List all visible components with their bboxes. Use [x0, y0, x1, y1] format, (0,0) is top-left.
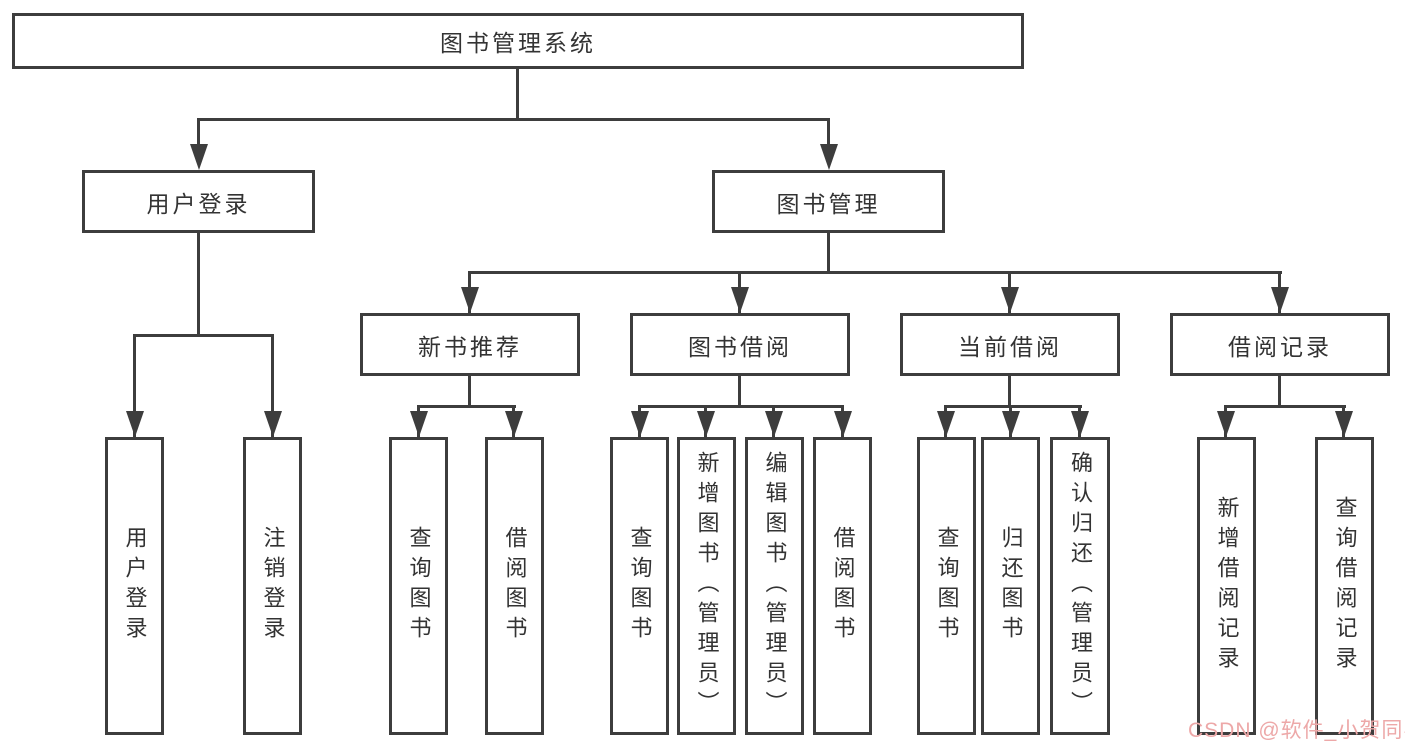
arrow-down-icon [631, 411, 649, 437]
connector-line [944, 405, 1082, 408]
leaf-br-query-record-label: 查询借阅记录 [1332, 496, 1358, 676]
connector-line [516, 68, 519, 121]
connector-line [827, 118, 830, 148]
leaf-nbr-query-books: 查询图书 [389, 437, 448, 735]
leaf-nbr-query-books-label: 查询图书 [406, 526, 432, 646]
arrow-down-icon [1002, 411, 1020, 437]
group-current-borrowing: 当前借阅 [900, 313, 1120, 376]
connector-line [197, 118, 200, 148]
arrow-down-icon [820, 144, 838, 170]
connector-line [827, 233, 830, 273]
leaf-cb-return-books: 归还图书 [981, 437, 1040, 735]
leaf-nbr-borrow-books: 借阅图书 [485, 437, 544, 735]
watermark: CSDN @软件_小贺同学 [1188, 719, 1405, 742]
group-book-borrowing-label: 图书借阅 [688, 333, 792, 360]
connector-line [1008, 376, 1011, 407]
leaf-user-login-label: 用户登录 [122, 526, 148, 646]
arrow-down-icon [697, 411, 715, 437]
group-borrowing-records: 借阅记录 [1170, 313, 1390, 376]
group-new-book-recommendation: 新书推荐 [360, 313, 580, 376]
connector-line [133, 334, 274, 337]
connector-line [638, 405, 844, 408]
connector-line [468, 376, 471, 407]
leaf-bb-query-books-label: 查询图书 [627, 526, 653, 646]
branch-book-management-label: 图书管理 [776, 190, 881, 217]
leaf-bb-borrow-books-label: 借阅图书 [830, 526, 856, 646]
arrow-down-icon [1217, 411, 1235, 437]
connector-line [1278, 376, 1281, 407]
arrow-down-icon [264, 411, 282, 437]
leaf-bb-borrow-books: 借阅图书 [813, 437, 872, 735]
arrow-down-icon [937, 411, 955, 437]
arrow-down-icon [410, 411, 428, 437]
connector-line [738, 376, 741, 407]
connector-line [1224, 405, 1346, 408]
leaf-bb-add-books-admin-label: 新增图书（管理员） [694, 451, 720, 721]
connector-line [271, 334, 274, 437]
arrow-down-icon [834, 411, 852, 437]
branch-book-management: 图书管理 [712, 170, 945, 233]
leaf-bb-edit-books-admin: 编辑图书（管理员） [745, 437, 804, 735]
arrow-down-icon [731, 287, 749, 313]
connector-line [197, 233, 200, 337]
leaf-nbr-borrow-books-label: 借阅图书 [502, 526, 528, 646]
arrow-down-icon [1271, 287, 1289, 313]
group-new-book-recommendation-label: 新书推荐 [418, 333, 522, 360]
arrow-down-icon [461, 287, 479, 313]
leaf-cb-query-books-label: 查询图书 [934, 526, 960, 646]
arrow-down-icon [1001, 287, 1019, 313]
connector-line [468, 271, 1282, 274]
leaf-logout-label: 注销登录 [260, 526, 286, 646]
node-root-library-management-system: 图书管理系统 [12, 13, 1024, 69]
leaf-bb-add-books-admin: 新增图书（管理员） [677, 437, 736, 735]
group-book-borrowing: 图书借阅 [630, 313, 850, 376]
node-root-label: 图书管理系统 [440, 30, 596, 56]
leaf-bb-query-books: 查询图书 [610, 437, 669, 735]
leaf-cb-return-books-label: 归还图书 [998, 526, 1024, 646]
leaf-cb-confirm-return-admin: 确认归还（管理员） [1050, 437, 1110, 735]
leaf-cb-query-books: 查询图书 [917, 437, 976, 735]
leaf-bb-edit-books-admin-label: 编辑图书（管理员） [762, 451, 788, 721]
leaf-user-login: 用户登录 [105, 437, 164, 735]
arrow-down-icon [765, 411, 783, 437]
connector-line [417, 405, 516, 408]
connector-line [133, 334, 136, 437]
leaf-cb-confirm-return-admin-label: 确认归还（管理员） [1068, 451, 1093, 721]
group-borrowing-records-label: 借阅记录 [1228, 333, 1332, 360]
group-current-borrowing-label: 当前借阅 [958, 333, 1062, 360]
leaf-br-add-record: 新增借阅记录 [1197, 437, 1256, 735]
leaf-br-add-record-label: 新增借阅记录 [1214, 496, 1240, 676]
arrow-down-icon [1335, 411, 1353, 437]
arrow-down-icon [505, 411, 523, 437]
branch-user-login-label: 用户登录 [146, 190, 251, 217]
connector-line [197, 118, 830, 121]
leaf-logout: 注销登录 [243, 437, 302, 735]
arrow-down-icon [126, 411, 144, 437]
leaf-br-query-record: 查询借阅记录 [1315, 437, 1374, 735]
arrow-down-icon [1071, 411, 1089, 437]
arrow-down-icon [190, 144, 208, 170]
branch-user-login: 用户登录 [82, 170, 315, 233]
